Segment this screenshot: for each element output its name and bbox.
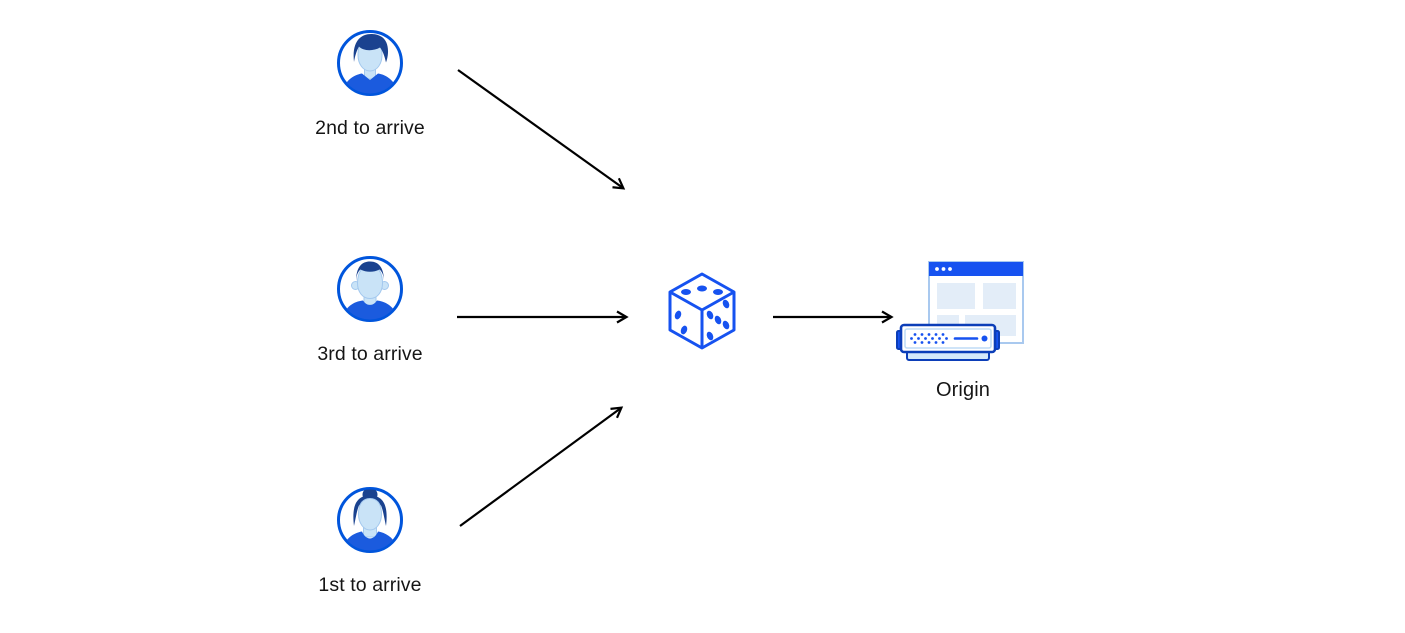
origin-label: Origin — [936, 379, 990, 401]
server-icon — [896, 323, 1000, 361]
node-visitor-1st: 1st to arrive — [318, 486, 421, 596]
arrow-2nd-to-dice — [457, 69, 626, 190]
server-vent-dots — [910, 333, 948, 344]
avatar-man-short-hair-icon — [337, 256, 403, 322]
visitor-2nd-label: 2nd to arrive — [315, 117, 425, 139]
dice-icon — [668, 272, 736, 350]
visitor-3rd-label: 3rd to arrive — [317, 343, 423, 365]
node-visitor-3rd: 3rd to arrive — [317, 255, 423, 365]
node-visitor-2nd: 2nd to arrive — [315, 29, 425, 139]
visitor-1st-label: 1st to arrive — [318, 574, 422, 596]
node-origin: Origin — [896, 261, 1028, 401]
arrow-1st-to-dice — [459, 406, 624, 527]
node-dice — [666, 271, 738, 356]
avatar-man-side-part-icon — [337, 30, 403, 96]
origin-server-browser-icon — [896, 261, 1024, 361]
avatar-woman-bun-icon — [337, 487, 403, 553]
